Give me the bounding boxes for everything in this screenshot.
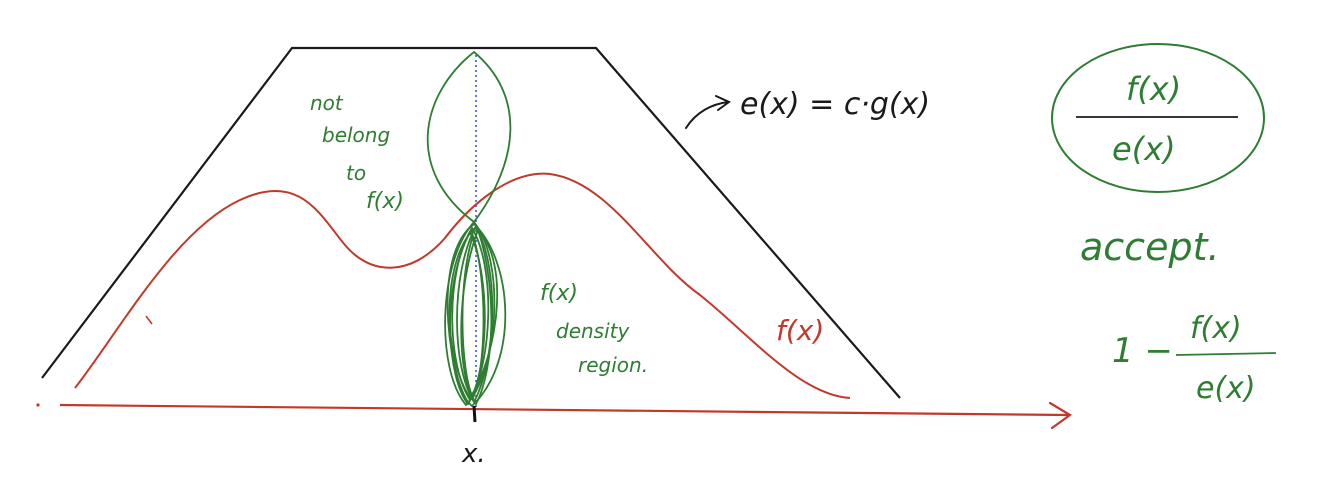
envelope-trapezoid <box>41 46 901 399</box>
x-axis-arrowhead <box>1048 401 1072 430</box>
not-belong-label-1: not <box>310 91 344 115</box>
ratio-denominator: e(x) <box>1112 130 1176 168</box>
envelope-equation: e(x) = c·g(x) <box>740 87 930 122</box>
reject-denominator: e(x) <box>1196 371 1256 406</box>
fx-curve-tick <box>145 315 153 325</box>
reject-numerator: f(x) <box>1190 311 1242 346</box>
x-sample-label: x. <box>461 439 486 469</box>
x-tick-mark <box>472 405 477 423</box>
ratio-circle <box>1051 43 1265 193</box>
fx-density-curve <box>74 172 851 399</box>
density-label-1: f(x) <box>540 281 578 306</box>
not-belong-label-4: f(x) <box>366 189 404 214</box>
reject-one-minus: 1 − <box>1112 331 1173 371</box>
ratio-numerator: f(x) <box>1126 70 1181 108</box>
fx-curve-label: f(x) <box>776 314 824 347</box>
density-label-2: density <box>556 319 630 343</box>
axis-start-dot <box>36 403 40 407</box>
density-region-scribble <box>444 220 507 408</box>
density-label-3: region. <box>578 353 648 377</box>
accept-label: accept. <box>1080 225 1220 269</box>
reject-fraction-bar <box>1175 352 1277 356</box>
x-axis <box>59 401 1072 430</box>
equation-pointer-arrow <box>685 95 731 129</box>
not-belong-region <box>426 50 512 224</box>
not-belong-label-3: to <box>346 161 366 185</box>
not-belong-label-2: belong <box>322 123 390 147</box>
